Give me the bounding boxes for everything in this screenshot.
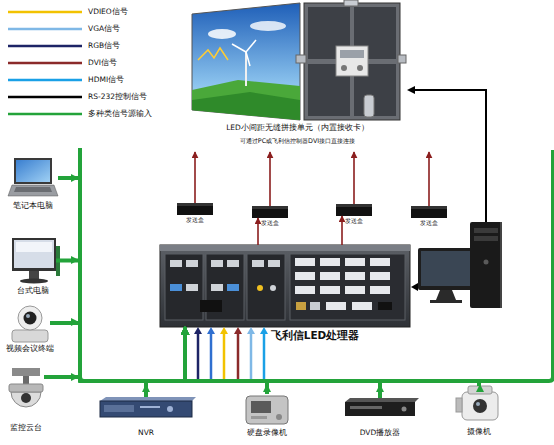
legend-line-sample — [0, 108, 86, 120]
legend-line — [8, 79, 82, 82]
legend-text: VDIEO信号 — [88, 7, 128, 16]
node-caption: 发送盒 — [186, 217, 204, 224]
signal-bus — [80, 148, 553, 381]
source-signal-line — [44, 327, 185, 381]
source-device: 监控云台 — [8, 368, 44, 408]
desktop-illustration — [12, 238, 60, 284]
source-signal-line — [185, 327, 267, 394]
node-caption: 硬盘录像机 — [247, 429, 287, 437]
led-processor: 飞利信LED处理器 — [160, 245, 410, 327]
legend-line-sample — [0, 57, 86, 69]
legend-text: 多种类信号源输入 — [88, 109, 152, 118]
node-heading: LED小间距无缝拼接单元（内置接收卡） — [190, 124, 405, 132]
source-signal-line — [58, 178, 185, 381]
legend-entry: VDIEO信号 — [0, 6, 200, 18]
dvi-signal-arrow — [257, 218, 259, 245]
source-signal-line — [56, 261, 185, 382]
source-signal-line — [185, 327, 380, 398]
bus-entry-arrowheads — [71, 174, 484, 392]
legend-line — [8, 45, 82, 48]
sender-box: 发送盒 — [411, 206, 447, 218]
laptop-illustration — [8, 158, 58, 196]
legend-line-sample — [0, 40, 86, 52]
led-panel-back — [296, 0, 406, 120]
dvi-signal-arrow — [194, 152, 196, 203]
dome-camera-illustration — [9, 368, 43, 407]
pc-illustration — [418, 222, 502, 308]
source-device: 台式电脑 — [10, 238, 56, 283]
source-device: 硬盘录像机 — [246, 394, 288, 424]
sender-box: 发送盒 — [252, 206, 288, 218]
led-display-unit: LED小间距无缝拼接单元（内置接收卡） 可通过PC或飞利信控制器DVI接口直接连接 — [190, 2, 405, 152]
legend-line-sample — [0, 23, 86, 35]
conference-camera-illustration — [12, 306, 48, 342]
source-signal-line — [185, 327, 479, 386]
source-signal-line — [146, 327, 185, 397]
node-caption: DVD播放器 — [360, 429, 401, 437]
node-caption: 视频会议终端 — [6, 345, 54, 353]
source-device: 摄像机 — [456, 386, 502, 422]
legend-entry: 多种类信号源输入 — [0, 108, 200, 120]
node-caption: NVR — [138, 429, 154, 437]
legend-entry: DVI信号 — [0, 57, 200, 69]
signal-input-arrows — [194, 327, 268, 381]
legend-text: HDMI信号 — [88, 75, 124, 84]
source-signal-line — [50, 323, 185, 381]
dvi-signal-arrow — [269, 152, 271, 206]
legend-entry: HDMI信号 — [0, 74, 200, 86]
legend-line-sample — [0, 74, 86, 86]
node-note: 可通过PC或飞利信控制器DVI接口直接连接 — [190, 138, 405, 145]
dvd-player-illustration — [345, 398, 419, 416]
dvi-signal-arrow — [341, 216, 343, 245]
legend-text: RGB信号 — [88, 41, 120, 50]
source-device: DVD播放器 — [345, 398, 415, 416]
dvi-signal-arrow — [428, 152, 430, 206]
legend-entry: RGB信号 — [0, 40, 200, 52]
nvr-illustration — [100, 397, 196, 417]
sender-box: 发送盒 — [177, 203, 213, 215]
control-wires — [407, 86, 486, 291]
node-caption: 摄像机 — [467, 428, 491, 436]
node-caption: 飞利信LED处理器 — [271, 330, 360, 342]
legend-line — [8, 62, 82, 65]
node-caption: 发送盒 — [261, 220, 279, 227]
source-device: NVR — [100, 397, 192, 417]
legend-line-sample — [0, 91, 86, 103]
legend-line-sample — [0, 6, 86, 18]
node-caption: 监控云台 — [10, 424, 42, 432]
node-caption: 笔记本电脑 — [13, 202, 53, 210]
legend-text: RS-232控制信号 — [88, 92, 147, 101]
sender-box-icons — [177, 203, 447, 218]
legend-text: VGA信号 — [88, 24, 120, 33]
legend-line — [8, 11, 82, 14]
source-device: 视频会议终端 — [10, 304, 50, 342]
dvi-signal-arrow — [353, 152, 355, 204]
node-caption: 发送盒 — [345, 218, 363, 225]
led-panel-front — [192, 3, 300, 120]
legend-line — [8, 28, 82, 31]
hdd-recorder-illustration — [246, 396, 288, 424]
legend-text: DVI信号 — [88, 58, 117, 67]
legend-entry: VGA信号 — [0, 23, 200, 35]
sender-box: 发送盒 — [336, 204, 372, 216]
processor-chassis — [160, 245, 410, 327]
legend-entry: RS-232控制信号 — [0, 91, 200, 103]
source-device: 笔记本电脑 — [8, 158, 58, 198]
legend-line — [8, 96, 82, 99]
legend-line — [8, 113, 82, 116]
node-caption: 发送盒 — [420, 220, 438, 227]
node-caption: 台式电脑 — [17, 287, 49, 295]
